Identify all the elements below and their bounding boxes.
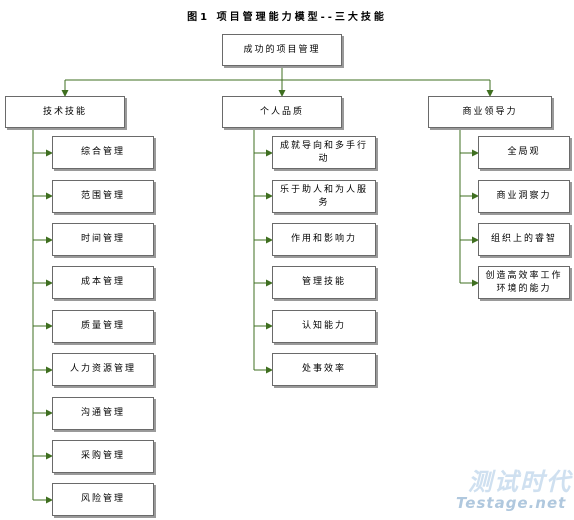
node-personal-6: 处事效率 — [272, 353, 376, 386]
node-business-3: 组织上的睿智 — [478, 223, 570, 256]
node-business-2: 商业洞察力 — [478, 180, 570, 213]
node-label: 处事效率 — [301, 364, 346, 374]
node-label: 综合管理 — [80, 147, 125, 157]
node-label: 时间管理 — [80, 234, 125, 244]
node-label: 商业洞察力 — [496, 191, 552, 201]
node-technical-4: 成本管理 — [52, 266, 154, 299]
node-label: 范围管理 — [80, 191, 125, 201]
node-business-1: 全局观 — [478, 136, 570, 169]
node-label: 成就导向和多手行动 — [279, 140, 368, 164]
node-label: 沟通管理 — [80, 408, 125, 418]
node-personal-1: 成就导向和多手行动 — [272, 136, 376, 169]
node-business-4: 创造高效率工作环境的能力 — [478, 266, 570, 299]
node-label: 采购管理 — [80, 451, 125, 461]
node-label: 风险管理 — [80, 494, 125, 504]
node-personal-2: 乐于助人和为人服务 — [272, 180, 376, 213]
column-header-label: 商业领导力 — [462, 106, 518, 117]
node-technical-6: 人力资源管理 — [52, 353, 154, 386]
node-personal-3: 作用和影响力 — [272, 223, 376, 256]
column-header-label: 技术技能 — [42, 106, 87, 117]
node-label: 质量管理 — [80, 321, 125, 331]
node-label: 认知能力 — [301, 321, 346, 331]
watermark-logo-cn: 测试时代 — [468, 468, 572, 496]
node-personal-4: 管理技能 — [272, 266, 376, 299]
node-technical-2: 范围管理 — [52, 180, 154, 213]
column-header-label: 个人品质 — [259, 106, 304, 117]
node-technical-5: 质量管理 — [52, 310, 154, 343]
diagram-title: 图1 项目管理能力模型--三大技能 — [187, 12, 387, 23]
node-technical-3: 时间管理 — [52, 223, 154, 256]
node-label: 作用和影响力 — [290, 234, 357, 244]
node-label: 管理技能 — [301, 277, 346, 287]
node-technical-7: 沟通管理 — [52, 397, 154, 430]
column-header-personal: 个人品质 — [222, 96, 342, 128]
column-header-business: 商业领导力 — [428, 96, 552, 128]
node-label: 乐于助人和为人服务 — [279, 184, 368, 208]
watermark-logo-en: Testage.net — [456, 494, 567, 512]
root-node: 成功的项目管理 — [222, 34, 342, 66]
node-label: 组织上的睿智 — [490, 234, 557, 244]
column-header-technical: 技术技能 — [5, 96, 125, 128]
node-personal-5: 认知能力 — [272, 310, 376, 343]
node-technical-8: 采购管理 — [52, 440, 154, 473]
root-label: 成功的项目管理 — [243, 44, 321, 55]
node-label: 成本管理 — [80, 277, 125, 287]
node-technical-9: 风险管理 — [52, 483, 154, 516]
node-label: 创造高效率工作环境的能力 — [485, 270, 563, 294]
node-label: 人力资源管理 — [69, 364, 136, 374]
node-technical-1: 综合管理 — [52, 136, 154, 169]
node-label: 全局观 — [507, 147, 541, 157]
